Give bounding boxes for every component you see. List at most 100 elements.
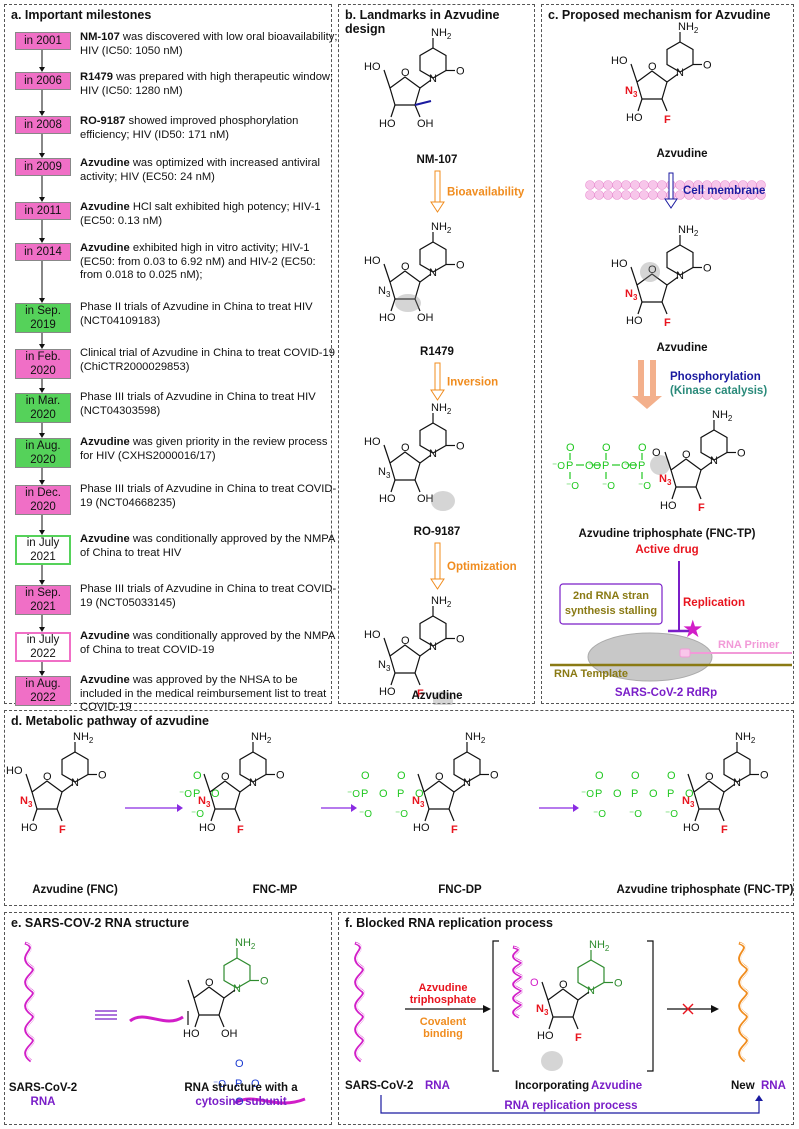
ribose-ring xyxy=(193,986,225,1016)
ring-o-label: O xyxy=(401,261,410,273)
hydroxyl-label: HO xyxy=(379,118,396,130)
hydroxyl-label: HO xyxy=(683,822,700,834)
bond xyxy=(548,1016,554,1030)
panel-title: b. Landmarks in Azvudine design xyxy=(345,8,500,36)
phosphate-o: ⁻O xyxy=(588,461,601,472)
step-arrow xyxy=(434,362,441,391)
hydroxyl-label: HO xyxy=(413,822,430,834)
ribose-ring xyxy=(389,644,421,674)
milestone-text: Phase II trials of Azvudine in China to … xyxy=(80,301,313,327)
phosphate-o: O xyxy=(251,1078,260,1090)
arrow-head xyxy=(711,1005,719,1013)
milestone-year: in 2014 xyxy=(15,243,71,261)
milestone-text: Azvudine was optimized with increased an… xyxy=(80,157,321,183)
membrane-lipid xyxy=(621,190,631,200)
carbonyl-o-label: O xyxy=(456,260,465,272)
ribose-ring xyxy=(389,76,421,106)
step-label: Optimization xyxy=(447,561,517,573)
milestone-text: Clinical trial of Azvudine in China to t… xyxy=(80,347,335,373)
new-label: New xyxy=(731,1080,755,1092)
phosphorus-label: P xyxy=(361,788,368,800)
hydroxyl-label: OH xyxy=(417,493,434,505)
ring-o-label: O xyxy=(559,979,568,991)
primer-label: RNA Primer xyxy=(718,639,780,651)
bond xyxy=(700,461,713,471)
cytosine-ring xyxy=(223,957,251,989)
ribose-ring xyxy=(636,70,668,100)
stall-label: 2nd RNA stran xyxy=(573,590,649,602)
phosphate-o: O xyxy=(235,1096,244,1108)
bracket-right xyxy=(647,940,654,1072)
active-drug-label: Active drug xyxy=(635,544,698,556)
new-label: RNA xyxy=(761,1080,786,1092)
bond xyxy=(637,301,643,315)
compound-name: Azvudine xyxy=(656,342,707,354)
ribose-ring xyxy=(389,451,421,481)
primer-end xyxy=(679,648,691,658)
phosphate-o: O xyxy=(397,770,406,782)
ring-o-label: O xyxy=(648,61,657,73)
bond xyxy=(419,647,432,657)
bond xyxy=(572,1016,579,1030)
azido-label: N3 xyxy=(659,473,672,487)
n-label: N xyxy=(463,777,471,789)
milestone-year: in Mar. 2020 xyxy=(15,393,71,423)
arrow-head xyxy=(39,238,45,243)
stall-label: synthesis stalling xyxy=(565,605,657,617)
milestone-year: in Sep. 2019 xyxy=(15,303,71,333)
step-arrow xyxy=(434,542,441,580)
bridge-o: O xyxy=(415,788,424,800)
step-arrow-head xyxy=(430,201,445,213)
membrane-lipid xyxy=(594,190,604,200)
milestone-text: Azvudine was approved by the NHSA to be … xyxy=(80,674,327,714)
phosphate-o: O xyxy=(193,770,202,782)
milestone-text: Azvudine was given priority in the revie… xyxy=(80,436,328,462)
hydroxyl-label: HO xyxy=(379,312,396,324)
incorp-label: Incorporating xyxy=(515,1080,589,1092)
fluorine-label: F xyxy=(721,824,728,836)
azido-label: N3 xyxy=(412,795,425,809)
step-label: Bioavailability xyxy=(447,187,525,199)
bond xyxy=(414,479,421,493)
milestone-text: Phase III trials of Azvudine in China to… xyxy=(80,483,337,509)
phosphorus-label: P xyxy=(397,788,404,800)
step-label: Inversion xyxy=(447,377,498,389)
bond xyxy=(687,773,695,793)
ester-o: O xyxy=(652,447,661,459)
hydroxyl-label: HO xyxy=(626,315,643,327)
n-label: N xyxy=(429,267,437,279)
replication-label: Replication xyxy=(683,597,745,609)
n-label: N xyxy=(676,67,684,79)
amino-label: NH2 xyxy=(678,21,699,35)
metabolite-name: Azvudine triphosphate (FNC-TP) xyxy=(617,884,794,896)
fluorine-label: F xyxy=(664,114,671,126)
bond xyxy=(695,486,702,500)
bridge-o: O xyxy=(211,788,220,800)
bond xyxy=(218,1014,225,1028)
rna-strand-highlight xyxy=(513,946,523,1018)
carbonyl-o-label: O xyxy=(703,263,712,275)
membrane-lipid xyxy=(585,190,595,200)
carbonyl-o-label: O xyxy=(456,634,465,646)
cytosine-ring xyxy=(666,41,694,73)
milestone-year: in 2009 xyxy=(15,158,71,176)
bond xyxy=(25,773,33,793)
bond xyxy=(448,808,455,822)
cytosine-ring xyxy=(61,751,89,783)
bridge-o: O xyxy=(621,460,630,472)
ring-o-label: O xyxy=(705,771,714,783)
bond xyxy=(383,69,391,89)
ring-o-label: O xyxy=(648,264,657,276)
reagent-label: Covalent xyxy=(420,1016,467,1028)
block-cross xyxy=(682,1003,694,1015)
arrow-head xyxy=(573,804,579,812)
